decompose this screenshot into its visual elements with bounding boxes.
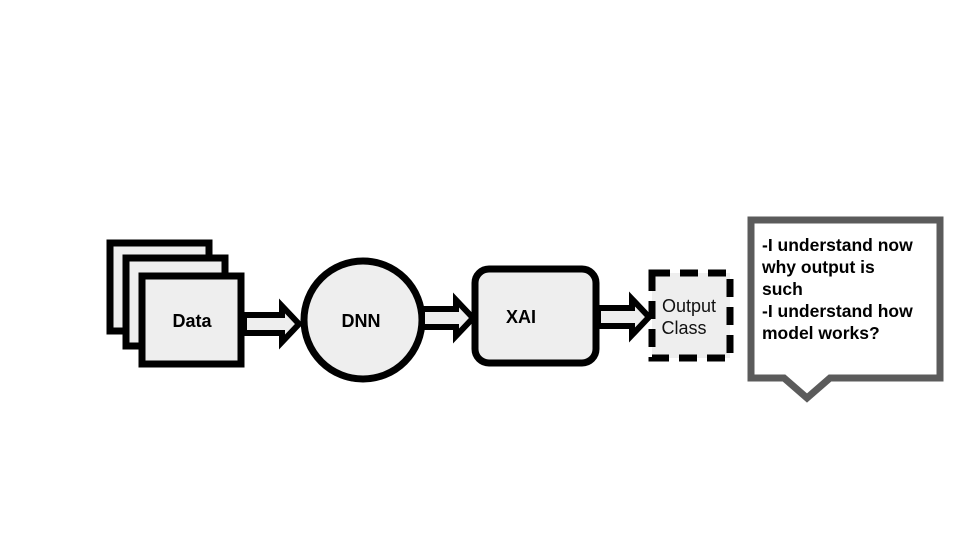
speech-bubble [747,216,944,403]
speech-bubble-shape [747,216,944,403]
callout-line-1: -I understand now [762,235,913,255]
dnn-node: DNN [300,257,426,383]
callout-line-3: such [762,279,803,299]
xai-label: XAI [506,307,536,327]
callout-line-2: why output is [762,257,875,277]
arrow-data-to-dnn [241,298,304,350]
data-sheet-front [138,272,245,368]
data-node: Data [106,239,245,368]
output-node: Output Class [648,269,734,362]
data-label: Data [172,311,212,331]
speech-bubble-text: -I understand now why output is such -I … [762,234,937,344]
arrow-dnn-to-xai [419,292,478,344]
output-box [648,269,734,362]
dnn-label: DNN [342,311,381,331]
callout-line-4: -I understand how [762,301,913,321]
xai-node: XAI [471,265,600,367]
arrow-xai-to-output [595,291,654,343]
output-label-line2: Class [661,318,706,338]
output-label-line1: Output [662,296,716,316]
callout-line-5: model works? [762,323,880,343]
